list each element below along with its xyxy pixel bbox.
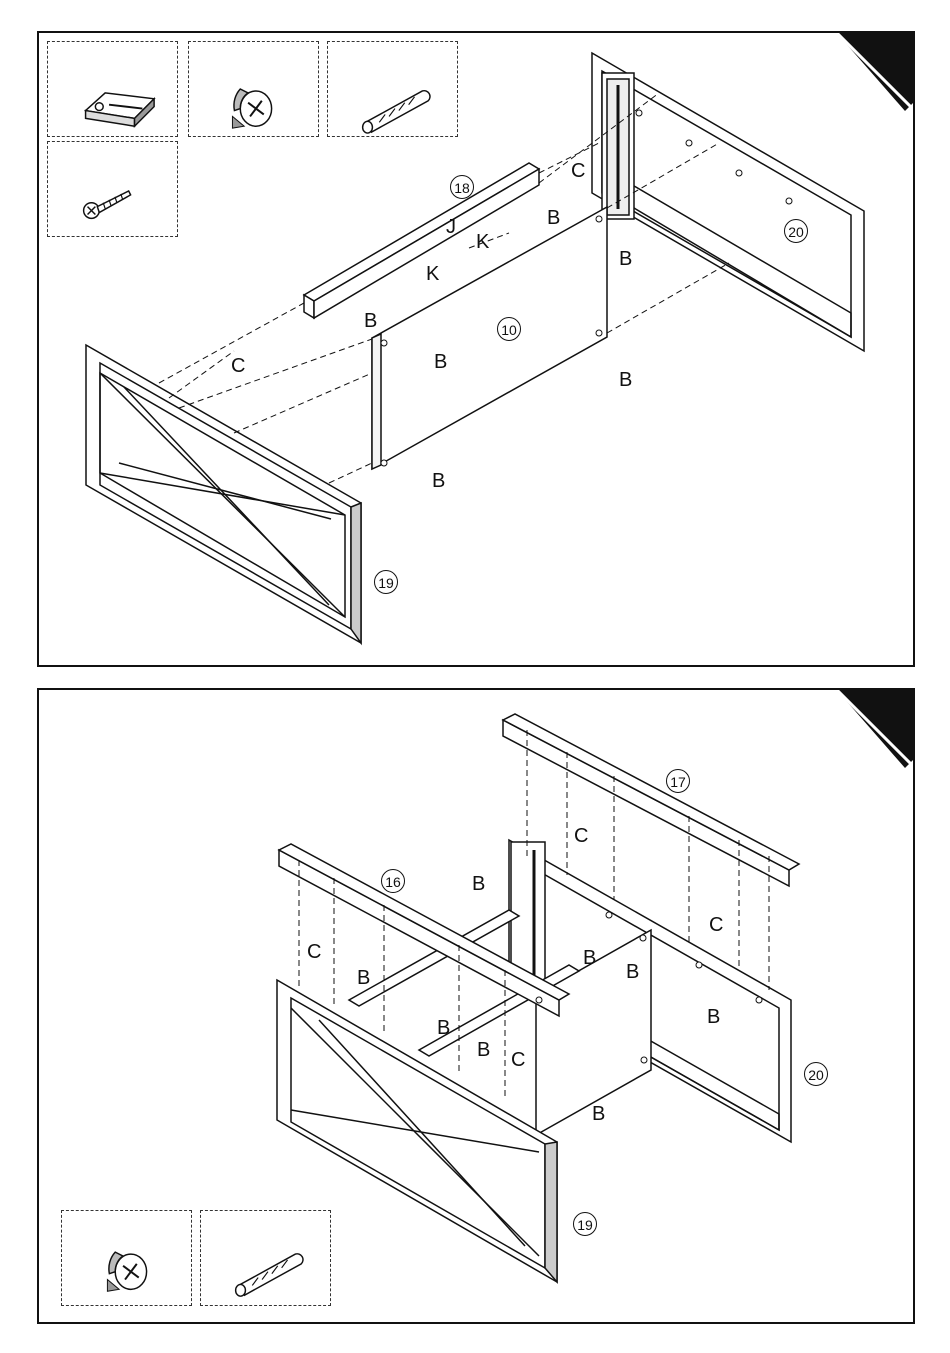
assembly-step-1-panel: 18 20 10 19 C C J K K B B B B B B (37, 31, 915, 667)
hardware-label-c: C (574, 826, 588, 846)
part-number-20: 20 (804, 1062, 828, 1086)
cam-lock-icon (62, 1211, 191, 1305)
part-number-20: 20 (784, 219, 808, 243)
hardware-label-c: C (571, 161, 585, 181)
wooden-dowel-icon (201, 1211, 330, 1305)
hardware-box-dowel (200, 1210, 331, 1306)
hardware-label-b: B (592, 1104, 605, 1124)
hardware-label-b: B (432, 471, 445, 491)
hardware-label-b: B (547, 208, 560, 228)
hardware-label-b: B (477, 1040, 490, 1060)
hardware-label-c: C (709, 915, 723, 935)
hardware-label-b: B (619, 370, 632, 390)
assembly-step-2-panel: 17 16 20 19 C C C C B B B B B B B B (37, 688, 915, 1324)
hardware-box-cam-lock (61, 1210, 192, 1306)
part-number-19: 19 (374, 570, 398, 594)
hardware-label-b: B (707, 1007, 720, 1027)
hardware-label-b: B (364, 311, 377, 331)
hardware-label-b: B (626, 962, 639, 982)
part-number-17: 17 (666, 769, 690, 793)
hardware-label-j: J (446, 217, 456, 237)
hardware-label-c: C (231, 356, 245, 376)
step-1-exploded-drawing (39, 33, 913, 665)
hardware-label-b: B (437, 1018, 450, 1038)
hardware-label-b: B (583, 948, 596, 968)
part-number-18: 18 (450, 175, 474, 199)
hardware-label-b: B (357, 968, 370, 988)
part-number-16: 16 (381, 869, 405, 893)
part-number-19: 19 (573, 1212, 597, 1236)
hardware-label-b: B (434, 352, 447, 372)
hardware-label-k: K (426, 264, 439, 284)
hardware-label-b: B (619, 249, 632, 269)
hardware-label-c: C (511, 1050, 525, 1070)
hardware-label-c: C (307, 942, 321, 962)
hardware-label-k: K (476, 232, 489, 252)
part-number-10: 10 (497, 317, 521, 341)
hardware-label-b: B (472, 874, 485, 894)
